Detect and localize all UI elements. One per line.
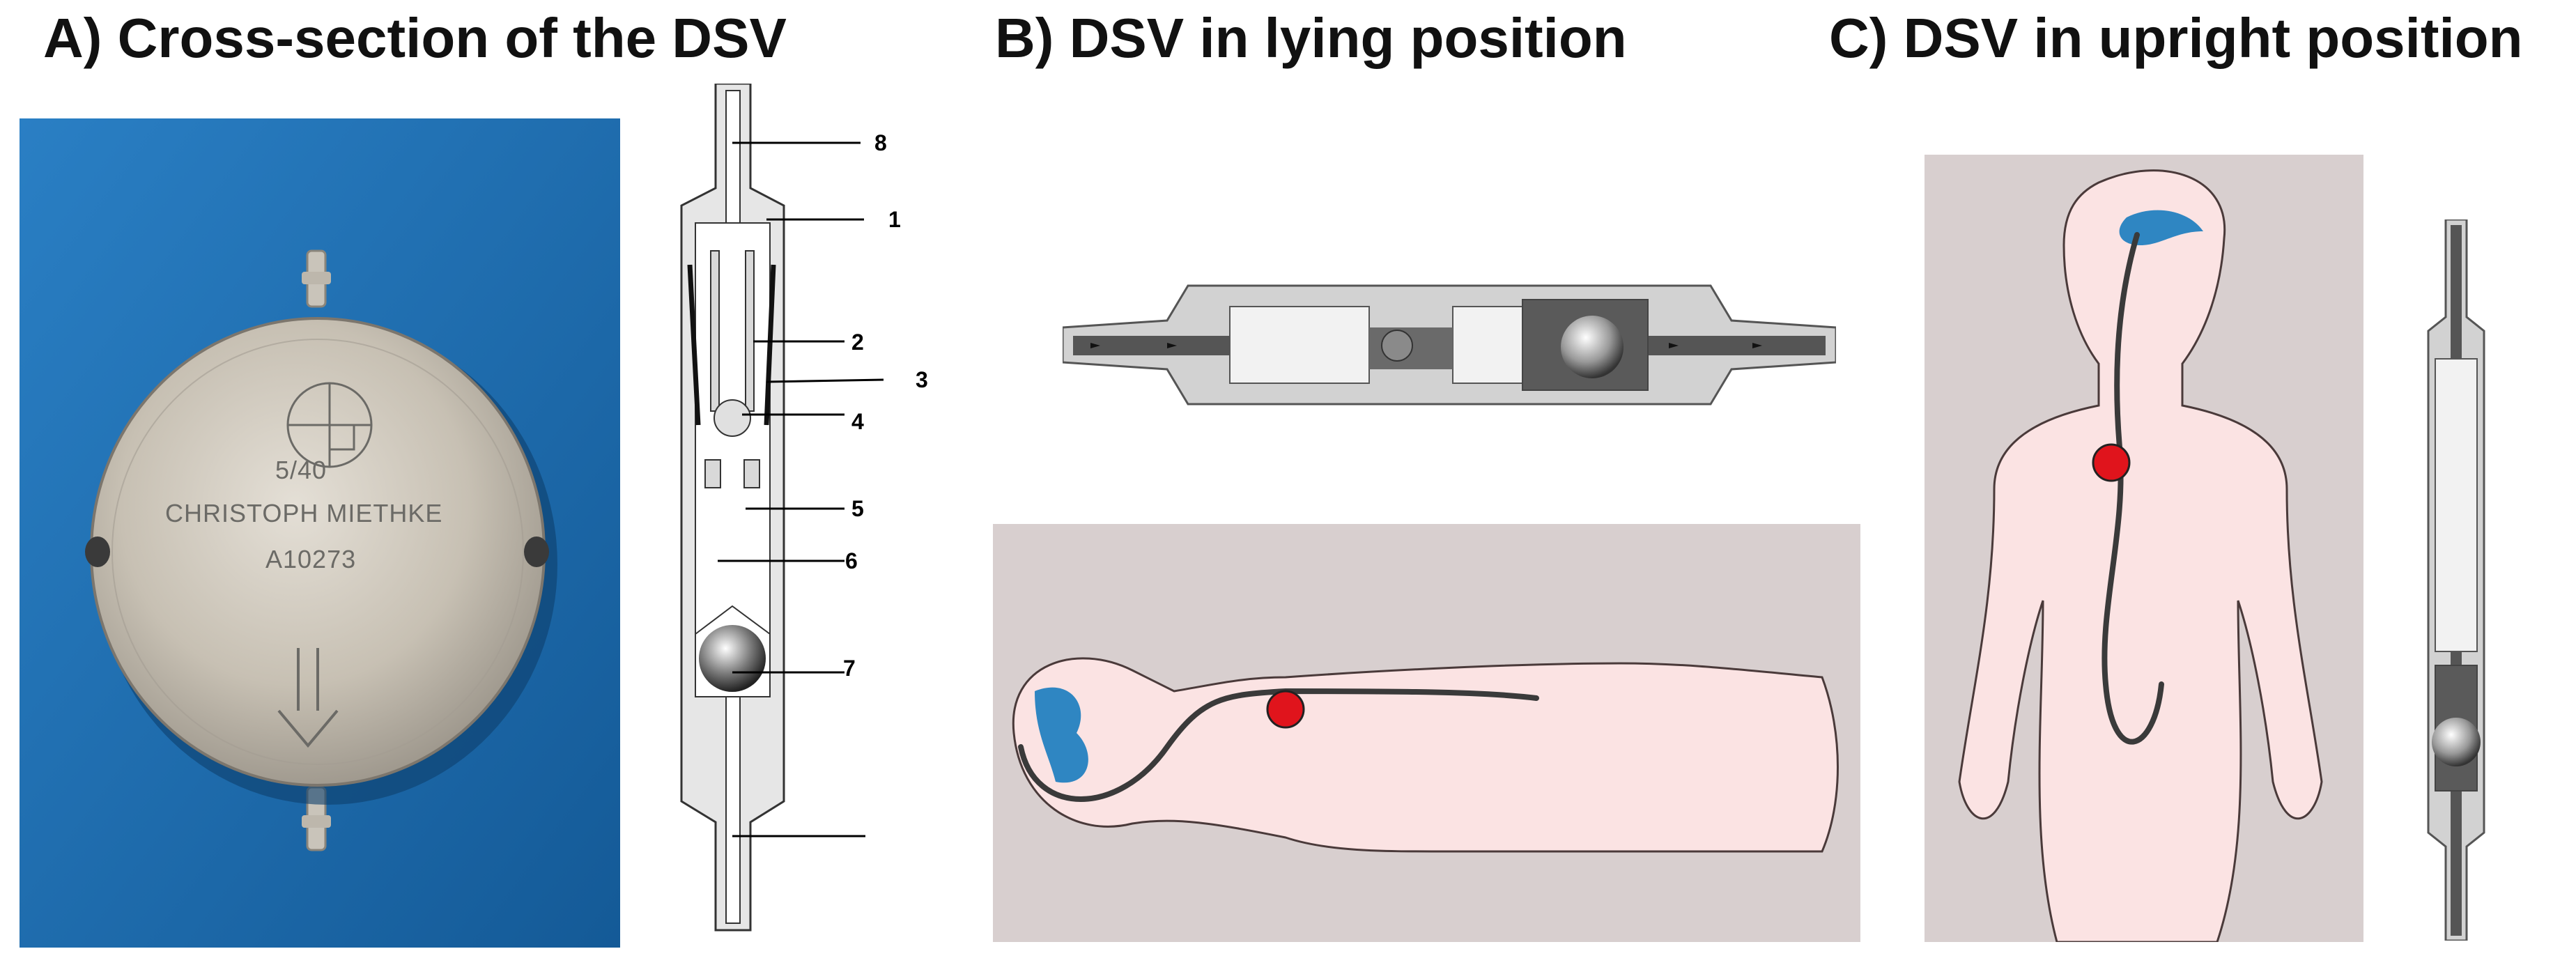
manufacturer-logo xyxy=(286,382,373,468)
flow-direction-arrow xyxy=(277,648,339,748)
panel-b-title: B) DSV in lying position xyxy=(995,7,1627,69)
panel-a-title: A) Cross-section of the DSV xyxy=(43,7,787,69)
valve-photo xyxy=(20,118,620,948)
valve-model-text: 5/40 xyxy=(275,456,327,484)
valve-serial-text: A10273 xyxy=(265,545,357,573)
callout-7: 7 xyxy=(843,656,856,681)
callout-8: 8 xyxy=(874,130,887,155)
panel-c-title: C) DSV in upright position xyxy=(1829,7,2523,69)
callout-3: 3 xyxy=(916,367,928,392)
callout-2: 2 xyxy=(851,330,864,355)
valve-vertical xyxy=(2427,219,2485,941)
valve-maker-text: CHRISTOPH MIETHKE xyxy=(165,499,443,527)
upright-patient-illustration xyxy=(1925,155,2363,942)
callout-4: 4 xyxy=(851,409,864,434)
valve-cross-section xyxy=(680,84,884,932)
callout-5: 5 xyxy=(851,496,864,521)
valve-horizontal xyxy=(1063,284,1836,406)
callout-6: 6 xyxy=(845,548,858,573)
lying-patient-illustration xyxy=(993,524,1860,942)
callout-1: 1 xyxy=(888,207,901,232)
